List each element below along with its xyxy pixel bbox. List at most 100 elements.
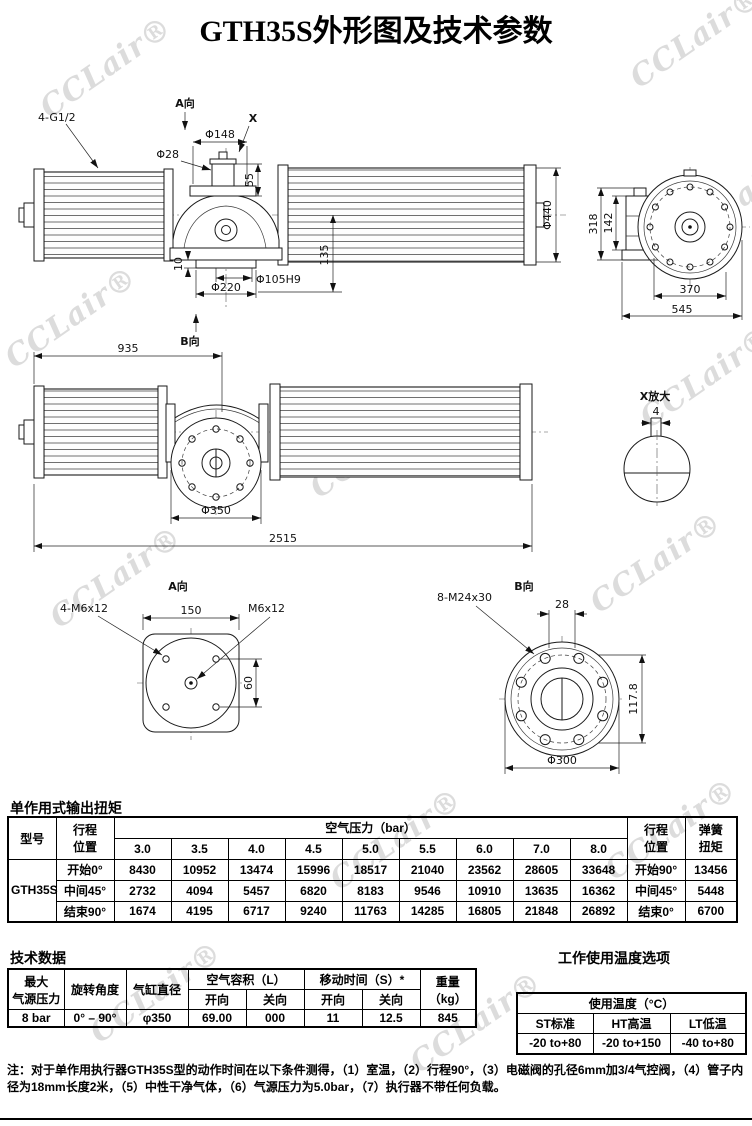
cell: 8 bar (7, 1009, 65, 1028)
dim-label-28: Φ28 (156, 148, 179, 161)
dim-label-935: 935 (118, 342, 139, 355)
dim-label-300: Φ300 (547, 754, 577, 767)
table-row: -20 to+80 -20 to+150 -40 to+80 (516, 1033, 747, 1054)
center-body (172, 195, 280, 249)
cell: 5448 (684, 879, 738, 902)
dim-label-545: 545 (672, 303, 693, 316)
b-view-dimensions (475, 605, 646, 774)
cell: 开始0° (55, 858, 115, 881)
a-view-title: A向 (168, 579, 188, 593)
header-bore: 气缸直径 (125, 968, 189, 1010)
dim-label-55: 55 (243, 173, 256, 187)
header-open: 开向 (303, 989, 363, 1010)
header-stroke-line1: 行程 (72, 823, 97, 838)
temp-section-title: 工作使用温度选项 (558, 950, 670, 966)
cell: 9240 (284, 900, 343, 923)
header-weight-l2: （kg） (428, 991, 467, 1006)
cell: 000 (245, 1009, 305, 1028)
dim-label-440: Φ440 (541, 200, 554, 230)
dim-label-105h9: Φ105H9 (256, 273, 301, 286)
dim-label-4: 4 (653, 405, 660, 418)
dim-label-10: 10 (172, 257, 185, 271)
view-b-arrow-label: B向 (180, 334, 199, 348)
view-a-arrow-label: A向 (175, 96, 195, 110)
header-model: 型号 (7, 816, 57, 860)
header-spring-torque: 弹簧 扭矩 (684, 816, 738, 860)
header-spring-line2: 扭矩 (698, 840, 723, 855)
b-view-bolts-label: 8-M24x30 (437, 591, 492, 604)
air-port (211, 163, 235, 187)
cell: 13474 (227, 858, 286, 881)
dim-label-117-8: 117.8 (627, 683, 640, 715)
header-stroke-line2: 位置 (72, 840, 97, 855)
table-row: ST标准 HT高温 LT低温 (516, 1013, 747, 1034)
table-row: 中间45° 2732 4094 5457 6820 8183 9546 1091… (8, 879, 738, 902)
cell: 11 (303, 1009, 363, 1028)
header-air-volume: 空气容积（L） (187, 968, 305, 990)
header-open: 开向 (187, 989, 247, 1010)
header-st-standard: ST标准 (516, 1013, 594, 1034)
left-cylinder (43, 171, 165, 259)
header-lt-low: LT低温 (669, 1013, 747, 1034)
table-row: 开向 关向 开向 关向 (8, 989, 476, 1010)
header-close: 关向 (361, 989, 421, 1010)
cell-model: GTH35S (7, 858, 58, 923)
table-row: 最大 气源压力 旋转角度 气缸直径 空气容积（L） 移动时间（S）* 重量 （k… (7, 968, 477, 1010)
header-ht-high: HT高温 (592, 1013, 671, 1034)
dim-label-142: 142 (602, 213, 615, 234)
header-close: 关向 (245, 989, 305, 1010)
tech-section-title: 技术数据 (10, 950, 66, 966)
table-row: 8 bar 0° – 90° φ350 69.00 000 11 12.5 84… (7, 1009, 477, 1028)
cell: 1674 (113, 900, 172, 923)
cell: 中间45° (55, 879, 115, 902)
dim-label-350: Φ350 (201, 504, 231, 517)
table-row: 型号 行程 位置 空气压力（bar） 行程 位置 弹簧 扭矩 (7, 816, 738, 860)
dim-label-318: 318 (587, 214, 600, 235)
cell: 23562 (455, 858, 514, 881)
cell: 开始90° (626, 858, 686, 881)
table-row: 3.0 3.5 4.0 4.5 5.0 5.5 6.0 7.0 8.0 (8, 837, 737, 860)
header-spring-line1: 弹簧 (698, 823, 723, 838)
header-pressure: 8.0 (569, 837, 628, 860)
cell: 8430 (113, 858, 172, 881)
table-row: 使用温度（°C） (516, 992, 747, 1014)
cell: 结束90° (55, 900, 115, 923)
cell: 26892 (569, 900, 628, 923)
header-max-pressure: 最大 气源压力 (7, 968, 65, 1010)
header-pressure: 4.0 (227, 837, 286, 860)
cell: -40 to+80 (669, 1033, 747, 1054)
cell: 12.5 (361, 1009, 421, 1028)
right-cylinder-plan (279, 386, 521, 478)
cell: 8183 (341, 879, 400, 902)
technical-drawing: A向 4-G1/2 Φ148 X Φ28 55 Φ440 135 10 Φ105… (18, 96, 750, 774)
header-max-pressure-l2: 气源压力 (12, 991, 61, 1006)
cell: 21848 (512, 900, 571, 923)
header-pressure: 7.0 (512, 837, 571, 860)
dim-label-2515: 2515 (269, 532, 297, 545)
header-stroke-position: 行程 位置 (55, 816, 115, 860)
cell: 4195 (170, 900, 229, 923)
cell: 结束0° (626, 900, 686, 923)
header-pressure: 3.5 (170, 837, 229, 860)
cell: 16805 (455, 900, 514, 923)
left-cylinder-plan (43, 388, 159, 476)
a-view-thread-label: M6x12 (248, 602, 285, 615)
cell: -20 to+150 (592, 1033, 671, 1054)
b-view-title: B向 (514, 579, 533, 593)
cell: 845 (419, 1009, 477, 1028)
detail-x-title: X放大 (640, 389, 670, 403)
cell: 10910 (455, 879, 514, 902)
tech-table: 最大 气源压力 旋转角度 气缸直径 空气容积（L） 移动时间（S）* 重量 （k… (7, 968, 477, 1028)
header-pressure: 4.5 (284, 837, 343, 860)
a-view-bolts-label: 4-M6x12 (60, 602, 108, 615)
cell: 5457 (227, 879, 286, 902)
dim-label-150: 150 (181, 604, 202, 617)
table-row: 结束90° 1674 4195 6717 9240 11763 14285 16… (8, 900, 738, 923)
a-direction-view: A向 4-M6x12 M6x12 150 60 (60, 579, 285, 740)
a-view-dimensions (97, 614, 271, 708)
end-view-dimensions (597, 187, 743, 320)
cell: 10952 (170, 858, 229, 881)
cell: 14285 (398, 900, 457, 923)
dim-label-60: 60 (242, 676, 255, 690)
cell: 18517 (341, 858, 400, 881)
